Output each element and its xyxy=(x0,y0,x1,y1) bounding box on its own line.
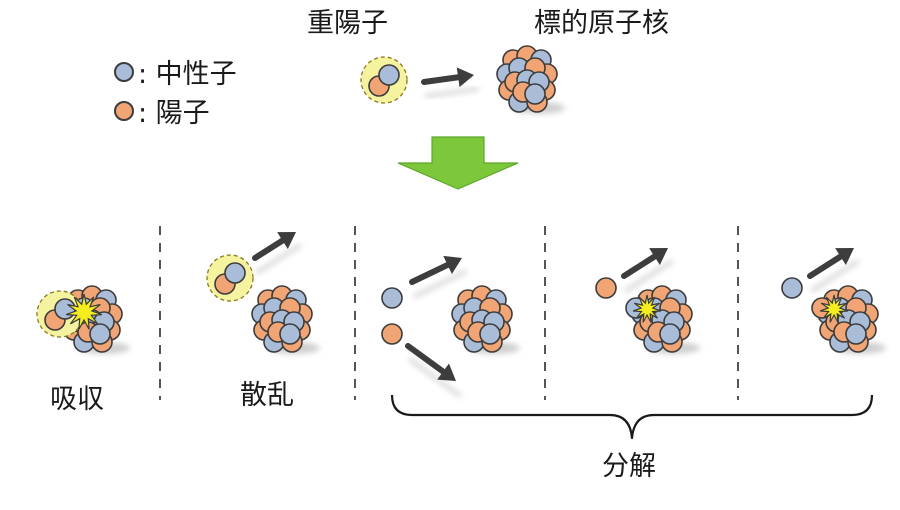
arrow-head xyxy=(835,248,854,266)
absorption-flash-icon xyxy=(65,293,103,330)
breakup-label: 分解 xyxy=(602,451,656,482)
arrow-shaft xyxy=(621,253,658,279)
scatter-arrow-icon xyxy=(252,232,302,275)
neutron xyxy=(524,83,546,105)
legend-neutron-label: : 中性子 xyxy=(138,59,237,90)
neutron xyxy=(279,323,301,345)
breakup-brace-icon xyxy=(390,394,874,440)
proton-dot-icon xyxy=(114,100,134,121)
panel4-nucleus-icon xyxy=(631,285,700,354)
breakup-proton-arrow-icon xyxy=(405,343,462,398)
incoming-arrow-icon xyxy=(421,67,480,99)
legend-neutron: : 中性子 xyxy=(114,52,237,91)
neutron xyxy=(54,298,76,320)
arrow-shadow xyxy=(810,259,860,293)
scatter-nucleus-icon xyxy=(251,285,320,354)
arrow-head xyxy=(443,255,462,274)
legend-proton-label: : 陽子 xyxy=(138,98,210,129)
proton-escape-arrow-icon xyxy=(621,248,674,293)
escaping-neutron xyxy=(781,277,803,299)
neutron-dot-icon xyxy=(114,61,134,82)
incoming-deuteron-icon xyxy=(360,56,408,104)
arrow-head xyxy=(649,248,668,266)
breakup-nucleus-icon xyxy=(451,285,520,354)
arrow-shaft xyxy=(405,343,447,375)
target-label: 標的原子核 xyxy=(534,8,669,39)
escaping-proton xyxy=(595,277,617,299)
scattering-label: 散乱 xyxy=(240,380,294,411)
arrow-head xyxy=(277,232,296,250)
arrow-shaft xyxy=(409,261,451,285)
legend-proton: : 陽子 xyxy=(114,91,210,130)
arrow-shadow xyxy=(424,86,480,99)
absorption-label: 吸収 xyxy=(50,384,104,415)
panel5-flash-icon xyxy=(819,294,849,323)
neutron xyxy=(224,262,246,284)
arrow-head xyxy=(456,67,474,88)
neutron xyxy=(378,64,400,86)
arrow-shaft xyxy=(252,237,286,261)
neutron-escape-arrow-icon xyxy=(807,248,860,293)
arrow-shadow xyxy=(255,243,302,275)
arrow-shadow xyxy=(624,259,674,293)
scattered-deuteron-icon xyxy=(206,254,254,302)
breakup-neutron-arrow-icon xyxy=(409,255,468,299)
breakup-proton xyxy=(381,323,403,345)
panel4-flash-icon xyxy=(632,294,662,323)
panel5-nucleus-icon xyxy=(817,285,886,354)
arrow-head xyxy=(437,363,456,381)
projectile-label: 重陽子 xyxy=(307,8,388,39)
arrow-shadow xyxy=(412,269,468,299)
arrow-shadow xyxy=(408,357,462,398)
neutron xyxy=(845,323,867,345)
neutron xyxy=(479,323,501,345)
breakup-neutron xyxy=(381,287,403,309)
target-nucleus-icon xyxy=(496,45,565,114)
arrow-shaft xyxy=(421,74,462,85)
neutron xyxy=(89,323,111,345)
neutron xyxy=(659,323,681,345)
down-arrow-icon xyxy=(397,136,519,190)
arrow-shaft xyxy=(807,253,844,279)
